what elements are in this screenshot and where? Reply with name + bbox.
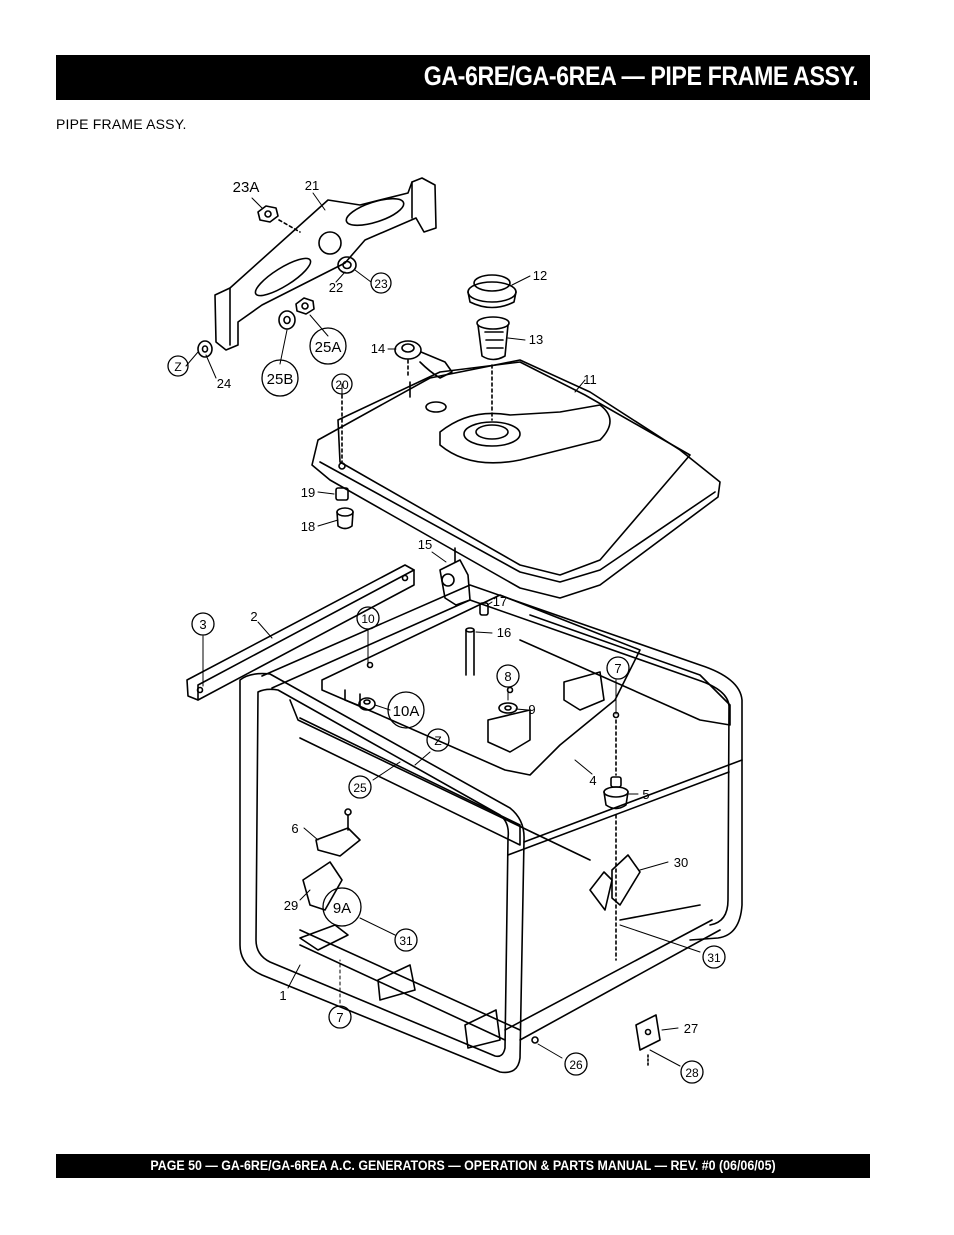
- callout-6: 6: [291, 821, 298, 836]
- callout-7-top: 7: [614, 661, 621, 676]
- callout-13: 13: [529, 332, 543, 347]
- callout-21: 21: [305, 178, 319, 193]
- bracket-30: [589, 854, 641, 911]
- callout-25B: 25B: [267, 371, 294, 388]
- fuel-cap-12: [467, 274, 517, 309]
- callout-9: 9: [528, 702, 535, 717]
- callout-25A: 25A: [315, 339, 342, 356]
- callout-1: 1: [279, 988, 286, 1003]
- callout-23A: 23A: [233, 179, 260, 196]
- bracket-29: [302, 861, 343, 911]
- callout-10: 10: [361, 612, 375, 626]
- callout-27: 27: [684, 1021, 698, 1036]
- nut-23A: [257, 205, 301, 233]
- rail-2: [186, 564, 415, 701]
- collar-19: [335, 487, 349, 501]
- page-title: GA-6RE/GA-6REA — PIPE FRAME ASSY.: [423, 61, 859, 91]
- callout-11: 11: [583, 372, 597, 387]
- callout-15: 15: [418, 537, 432, 552]
- callout-12: 12: [533, 268, 547, 283]
- callout-10A: 10A: [393, 703, 420, 720]
- fuel-hose-16-17: [465, 602, 489, 676]
- vibration-mount-5: [603, 719, 629, 961]
- callout-24: 24: [217, 376, 231, 391]
- grommet-22-23: [337, 256, 357, 274]
- bracket-27: [635, 1014, 661, 1051]
- callout-26: 26: [569, 1058, 583, 1072]
- washer-9: [498, 702, 518, 714]
- fuel-gauge-14: [394, 340, 453, 379]
- washer-24: [197, 340, 213, 358]
- callout-28: 28: [685, 1066, 699, 1080]
- callout-20: 20: [335, 378, 349, 392]
- callout-7-bottom: 7: [336, 1010, 343, 1025]
- section-label: PIPE FRAME ASSY.: [56, 116, 187, 132]
- callout-22: 22: [329, 280, 343, 295]
- callout-19: 19: [301, 485, 315, 500]
- page-header-bar: GA-6RE/GA-6REA — PIPE FRAME ASSY.: [56, 55, 870, 100]
- callout-17: 17: [493, 594, 507, 609]
- screw-26: [531, 1036, 539, 1044]
- bracket-6: [315, 808, 361, 857]
- fuel-tank-11: [311, 359, 721, 599]
- callout-18: 18: [301, 519, 315, 534]
- callout-31-left: 31: [399, 934, 413, 948]
- callout-2: 2: [250, 609, 257, 624]
- nut-25A: [295, 297, 315, 315]
- callout-circles: [167, 272, 726, 1084]
- callout-9A: 9A: [333, 900, 351, 917]
- callout-3: 3: [199, 617, 206, 632]
- nut-10A: [358, 697, 376, 711]
- callout-25: 25: [353, 781, 367, 795]
- bracket-21: [214, 177, 437, 351]
- pipe-frame-1: [239, 584, 743, 1074]
- callout-16: 16: [497, 625, 511, 640]
- footer-text: PAGE 50 — GA-6RE/GA-6REA A.C. GENERATORS…: [150, 1158, 776, 1173]
- exploded-parts-diagram: 23A 21 22 23 24 Z 25A 25B 20 19 18 12 13…: [160, 165, 760, 1100]
- callout-31-right: 31: [707, 951, 721, 965]
- callout-30: 30: [674, 855, 688, 870]
- leader-lines: [185, 192, 701, 1067]
- mount-18: [336, 507, 354, 530]
- callout-23: 23: [374, 277, 388, 291]
- callout-8: 8: [504, 669, 511, 684]
- washer-25B: [278, 310, 296, 330]
- callout-29: 29: [284, 898, 298, 913]
- base-plate-4: [321, 594, 641, 776]
- callout-5: 5: [642, 787, 649, 802]
- fuel-strainer-13: [476, 316, 510, 421]
- callout-Z-top: Z: [174, 360, 181, 374]
- callout-4: 4: [589, 773, 596, 788]
- callout-14: 14: [371, 341, 385, 356]
- callout-Z-mid: Z: [434, 734, 441, 748]
- page-footer-bar: PAGE 50 — GA-6RE/GA-6REA A.C. GENERATORS…: [56, 1154, 870, 1178]
